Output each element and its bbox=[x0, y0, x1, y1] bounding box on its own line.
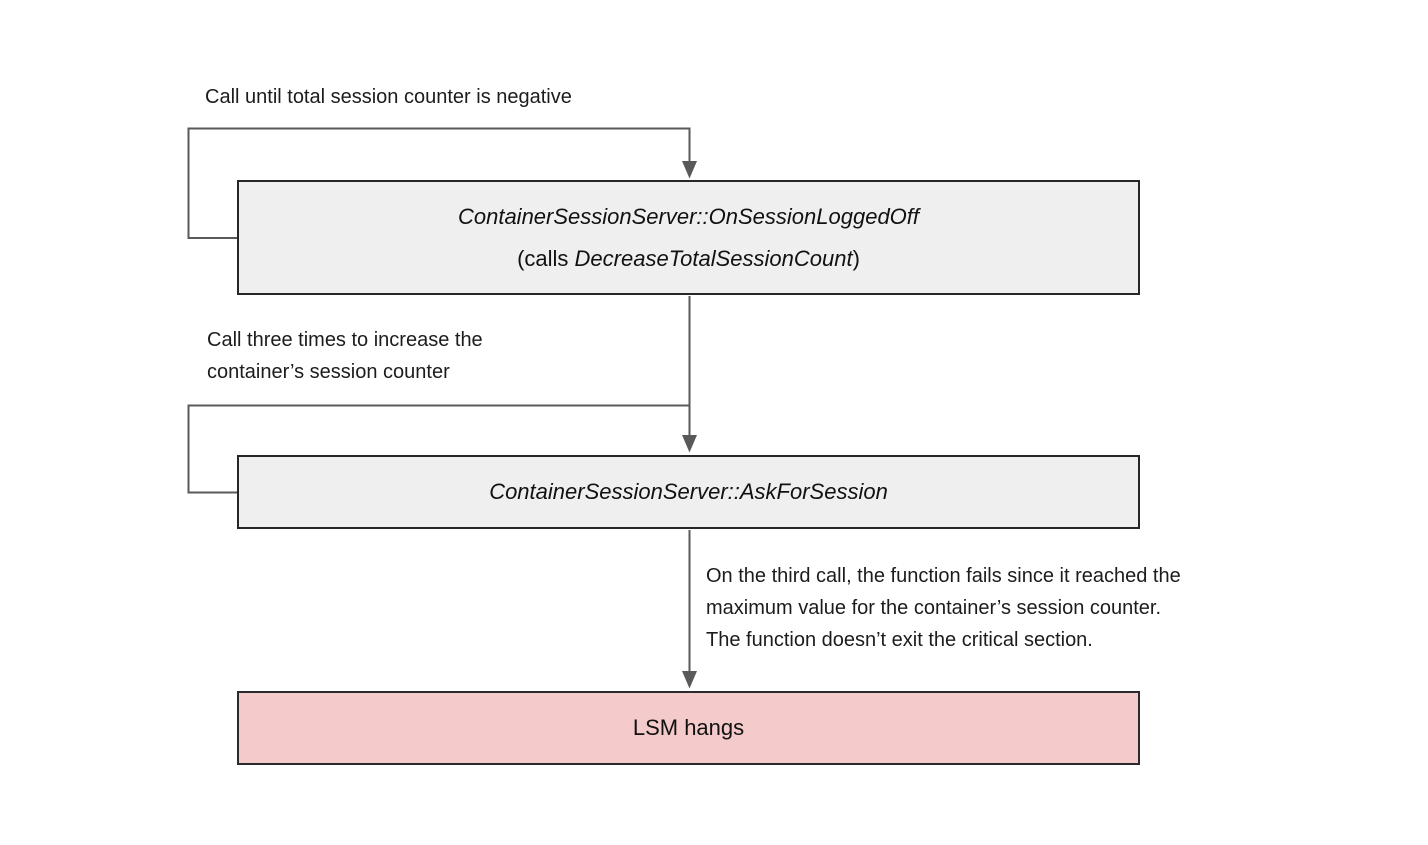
loop2-annotation: Call three times to increase the contain… bbox=[207, 324, 483, 388]
flow-node-lsm-hangs: LSM hangs bbox=[237, 691, 1140, 765]
arrowhead-icon bbox=[682, 161, 697, 179]
loop1-annotation: Call until total session counter is nega… bbox=[205, 86, 572, 108]
node-title: ContainerSessionServer::OnSessionLoggedO… bbox=[457, 203, 920, 229]
failure-annotation: On the third call, the function fails si… bbox=[706, 560, 1181, 656]
arrowhead-icon bbox=[682, 435, 697, 453]
node-subtitle-suffix: ) bbox=[852, 245, 860, 271]
loop2-annotation-line1: Call three times to increase the bbox=[207, 329, 483, 351]
failure-annotation-line1: On the third call, the function fails si… bbox=[706, 565, 1181, 587]
arrowhead-icon bbox=[682, 671, 697, 689]
failure-annotation-line2: maximum value for the container’s sessio… bbox=[706, 597, 1162, 619]
flow-node-onsessionloggedoff: ContainerSessionServer::OnSessionLoggedO… bbox=[237, 180, 1140, 295]
flow-node-askforsession: ContainerSessionServer::AskForSession bbox=[237, 455, 1140, 529]
node-title: ContainerSessionServer::AskForSession bbox=[489, 479, 888, 504]
loop2-annotation-line2: container’s session counter bbox=[207, 361, 450, 383]
node-subtitle-function: DecreaseTotalSessionCount bbox=[574, 245, 853, 271]
node-title: LSM hangs bbox=[632, 715, 745, 740]
failure-annotation-line3: The function doesn’t exit the critical s… bbox=[706, 629, 1093, 651]
node-subtitle-prefix: (calls bbox=[517, 245, 575, 271]
node-subtitle: (calls DecreaseTotalSessionCount) bbox=[517, 238, 860, 280]
